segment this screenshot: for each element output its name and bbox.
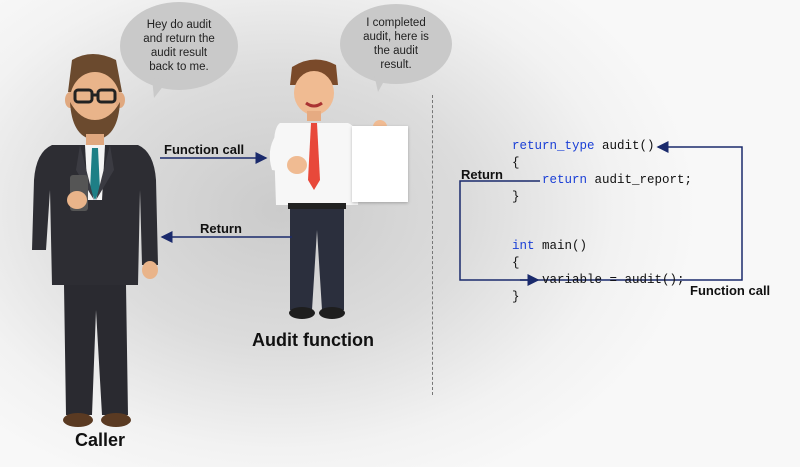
code-return-arrow (459, 180, 540, 286)
audit-speech-bubble: I completed audit, here is the audit res… (340, 4, 452, 84)
code-line-3: return audit_report; (542, 173, 692, 187)
audit-speech-text: I completed audit, here is the audit res… (363, 17, 429, 71)
audit-figure-icon (269, 59, 387, 319)
caller-speech-bubble: Hey do audit and return the audit result… (120, 2, 238, 90)
caller-figure-icon (32, 54, 158, 427)
code-keyword-return-type: return_type (512, 139, 595, 153)
caller-name: Caller (75, 430, 126, 450)
code-line-2: { (512, 156, 520, 170)
function-call-label: Function call (164, 142, 245, 157)
code-line-4: } (512, 190, 520, 204)
audit-function-name: Audit function (252, 330, 374, 350)
code-return-value: audit_report; (587, 173, 693, 187)
code-main-signature: main() (534, 239, 588, 253)
code-line-8: } (512, 290, 520, 304)
divider-line (432, 95, 433, 395)
caller-speech-text: Hey do audit and return the audit result… (143, 19, 215, 73)
code-return-label: Return (461, 167, 503, 182)
return-label: Return (200, 221, 242, 236)
code-line-7: variable = audit(); (542, 273, 685, 287)
audit-bubble-tail (374, 74, 388, 92)
code-audit-signature: audit() (594, 139, 655, 153)
caller-bubble-tail (152, 78, 168, 98)
code-keyword-int: int (512, 239, 535, 253)
code-function-call-arrow (520, 141, 743, 281)
code-line-5: int main() (512, 239, 587, 253)
code-function-call-label: Function call (690, 283, 771, 298)
code-line-1: return_type audit() (512, 139, 655, 153)
code-line-6: { (512, 256, 520, 270)
code-keyword-return: return (542, 173, 588, 187)
audit-result-paper (352, 126, 408, 202)
